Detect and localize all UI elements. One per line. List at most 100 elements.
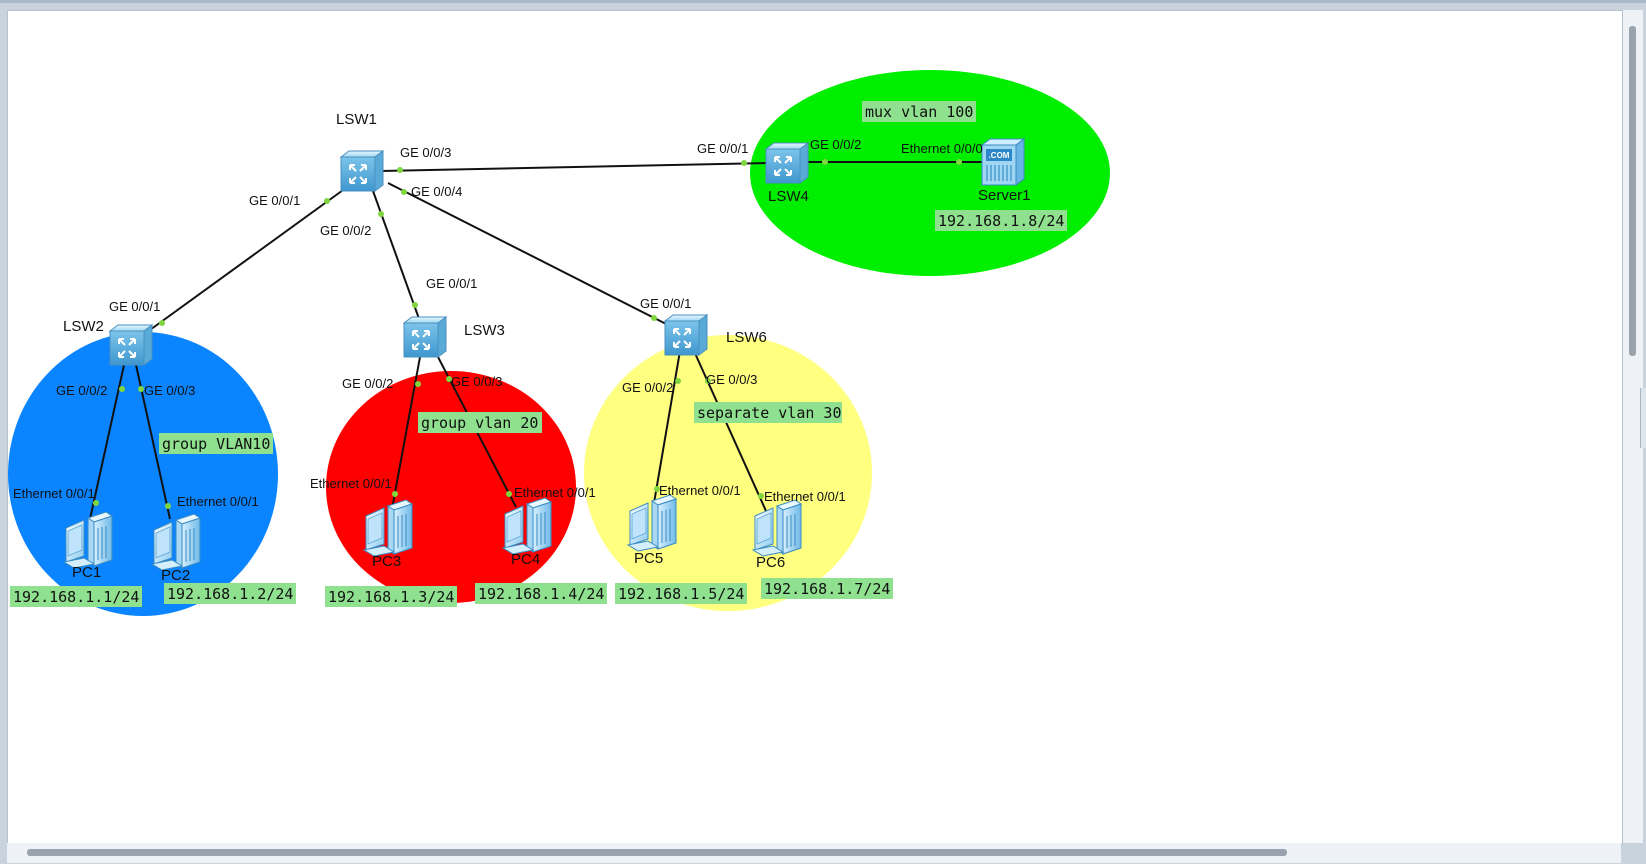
port-label: GE 0/0/1 (640, 296, 691, 311)
device-name-pc1: PC1 (72, 564, 101, 581)
switch-lsw6[interactable] (664, 314, 708, 356)
ip-tag-server1: 192.168.1.8/24 (935, 210, 1067, 231)
port-label: GE 0/0/2 (622, 380, 673, 395)
port-label: GE 0/0/3 (706, 372, 757, 387)
ip-tag-pc6: 192.168.1.7/24 (761, 578, 893, 599)
port-dot (654, 486, 660, 492)
link-lsw6-pc6[interactable] (693, 350, 767, 512)
device-name-lsw6: LSW6 (726, 329, 767, 346)
port-label: GE 0/0/2 (56, 383, 107, 398)
ip-tag-pc2: 192.168.1.2/24 (164, 583, 296, 604)
switch-lsw2[interactable] (109, 324, 153, 366)
link-lsw3-pc3[interactable] (391, 356, 421, 510)
port-label: Ethernet 0/0/1 (764, 489, 846, 504)
link-lsw2-pc1[interactable] (89, 364, 125, 520)
zone-tag-vlan100: mux vlan 100 (862, 101, 976, 122)
topology-canvas[interactable]: .COM LSW1 LSW4 Server1 LSW2 LSW3 LSW6 PC… (7, 10, 1623, 845)
link-lsw1-lsw4[interactable] (377, 162, 769, 172)
horizontal-scrollbar[interactable] (7, 843, 1621, 863)
link-lsw1-lsw6[interactable] (387, 182, 677, 330)
svg-text:group VLAN10: group VLAN10 (162, 435, 270, 453)
port-label: Ethernet 0/0/1 (310, 476, 392, 491)
zone-tags: mux vlan 100 group VLAN10 group vlan 20 … (159, 101, 976, 454)
port-label: GE 0/0/1 (697, 141, 748, 156)
port-dot (119, 386, 125, 392)
switch-lsw3[interactable] (403, 316, 447, 358)
vertical-scrollbar[interactable] (1623, 10, 1643, 843)
server-badge: .COM (989, 151, 1010, 160)
port-label: Ethernet 0/0/1 (13, 486, 95, 501)
port-dot (93, 500, 99, 506)
port-label: GE 0/0/3 (400, 145, 451, 160)
port-label: Ethernet 0/0/0 (901, 141, 983, 156)
device-name-pc5: PC5 (634, 550, 663, 567)
port-label: GE 0/0/2 (810, 137, 861, 152)
horizontal-scroll-thumb[interactable] (27, 849, 1287, 856)
svg-text:192.168.1.8/24: 192.168.1.8/24 (938, 212, 1064, 230)
device-name-pc2: PC2 (161, 567, 190, 584)
ip-tag-pc4: 192.168.1.4/24 (475, 583, 607, 604)
port-dot (956, 159, 962, 165)
port-label: GE 0/0/1 (249, 193, 300, 208)
vertical-scroll-thumb[interactable] (1629, 26, 1636, 356)
side-panel-handle[interactable] (1640, 388, 1646, 448)
device-name-pc3: PC3 (372, 553, 401, 570)
port-dot (392, 491, 398, 497)
zone-vlan10 (8, 332, 278, 616)
link-lsw1-lsw2[interactable] (142, 184, 351, 336)
port-label: Ethernet 0/0/1 (659, 483, 741, 498)
port-dot (165, 503, 171, 509)
device-name-lsw4: LSW4 (768, 188, 809, 205)
zone-tag-vlan10: group VLAN10 (159, 433, 273, 454)
topology-diagram: .COM LSW1 LSW4 Server1 LSW2 LSW3 LSW6 PC… (8, 70, 1110, 616)
port-dot (401, 189, 407, 195)
ip-tag-pc1: 192.168.1.1/24 (10, 586, 142, 607)
port-dots (93, 159, 962, 509)
svg-text:192.168.1.7/24: 192.168.1.7/24 (764, 580, 890, 598)
device-name-server1: Server1 (978, 187, 1031, 204)
device-labels: LSW1 LSW4 Server1 LSW2 LSW3 LSW6 PC1 PC2… (63, 111, 1031, 584)
port-dot (378, 211, 384, 217)
port-dot (446, 376, 452, 382)
svg-text:192.168.1.3/24: 192.168.1.3/24 (328, 588, 454, 606)
svg-text:192.168.1.4/24: 192.168.1.4/24 (478, 585, 604, 603)
server-server1[interactable]: .COM (981, 138, 1025, 186)
svg-text:192.168.1.5/24: 192.168.1.5/24 (618, 585, 744, 603)
port-dot (675, 378, 681, 384)
link-lsw6-pc5[interactable] (653, 350, 681, 504)
port-dot (506, 491, 512, 497)
port-dot (741, 160, 747, 166)
port-dot (397, 167, 403, 173)
port-labels: GE 0/0/3 GE 0/0/4 GE 0/0/1 GE 0/0/2 GE 0… (13, 137, 983, 509)
port-label: GE 0/0/2 (342, 376, 393, 391)
port-label: GE 0/0/3 (451, 374, 502, 389)
device-name-pc4: PC4 (511, 551, 540, 568)
port-label: GE 0/0/3 (144, 383, 195, 398)
switch-lsw4[interactable] (765, 142, 809, 184)
ip-tag-pc3: 192.168.1.3/24 (325, 586, 457, 607)
port-dot (412, 302, 418, 308)
port-dot (159, 320, 165, 326)
port-dot (415, 381, 421, 387)
port-dot (324, 198, 330, 204)
svg-text:group vlan 20: group vlan 20 (421, 414, 538, 432)
device-name-lsw1: LSW1 (336, 111, 377, 128)
svg-text:192.168.1.2/24: 192.168.1.2/24 (167, 585, 293, 603)
switch-lsw1[interactable] (340, 150, 384, 192)
port-label: GE 0/0/2 (320, 223, 371, 238)
svg-text:192.168.1.1/24: 192.168.1.1/24 (13, 588, 139, 606)
port-label: Ethernet 0/0/1 (514, 485, 596, 500)
svg-text:separate vlan 30: separate vlan 30 (697, 404, 842, 422)
device-name-lsw2: LSW2 (63, 318, 104, 335)
port-label: GE 0/0/1 (109, 299, 160, 314)
port-label: Ethernet 0/0/1 (177, 494, 259, 509)
port-label: GE 0/0/1 (426, 276, 477, 291)
zone-tag-vlan20: group vlan 20 (418, 412, 542, 433)
device-name-lsw3: LSW3 (464, 322, 505, 339)
port-dot (822, 159, 828, 165)
port-dot (651, 315, 657, 321)
device-name-pc6: PC6 (756, 554, 785, 571)
svg-text:mux vlan 100: mux vlan 100 (865, 103, 973, 121)
port-label: GE 0/0/4 (411, 184, 462, 199)
